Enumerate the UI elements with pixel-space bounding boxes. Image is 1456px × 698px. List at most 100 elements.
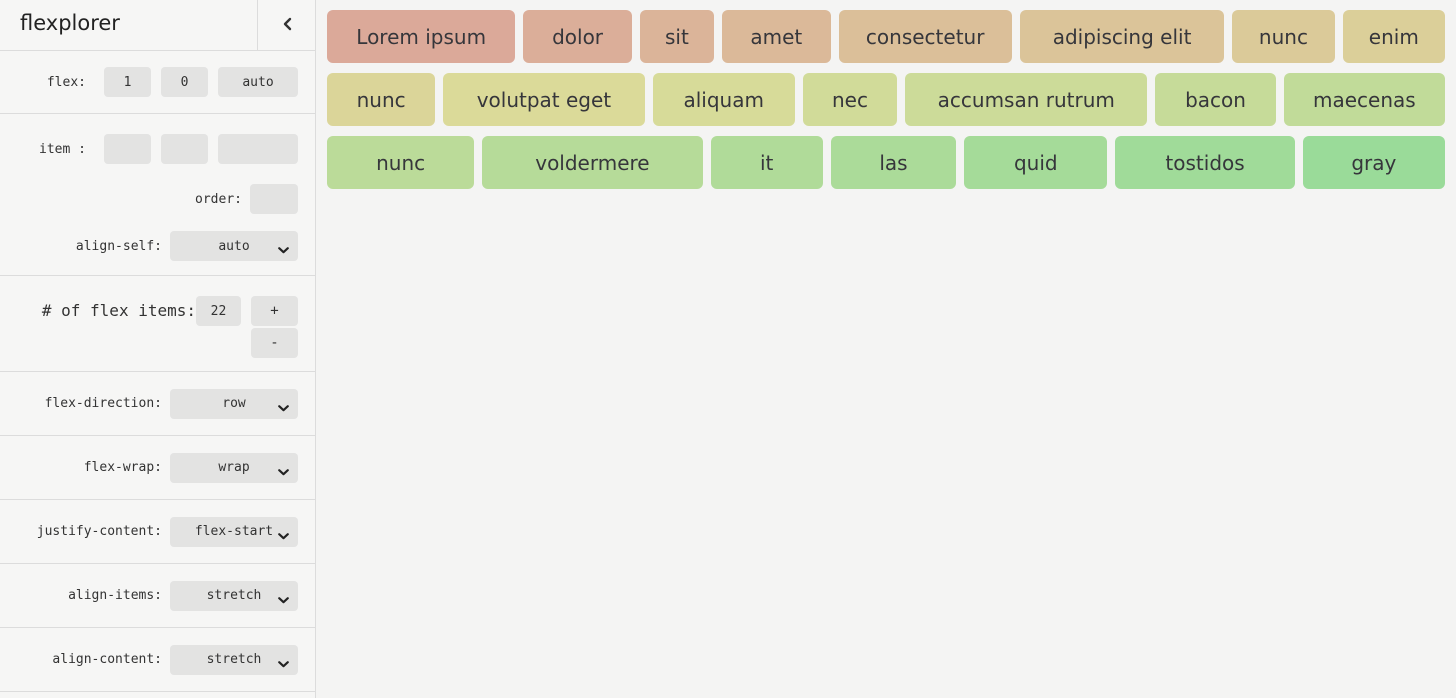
flex-item[interactable]: volutpat eget (443, 73, 645, 126)
align-items-select[interactable]: stretch (170, 580, 298, 611)
flex-item[interactable]: nunc (1232, 10, 1335, 63)
order-label: order: (195, 191, 242, 207)
align-self-row: align-self: auto (76, 231, 298, 261)
item-row: item : (39, 134, 298, 164)
flex-item[interactable]: gray (1302, 136, 1445, 189)
flex-label: flex: (46, 74, 86, 90)
app-title: flexplorer (20, 11, 120, 35)
flex-wrap-select[interactable]: wrap (170, 452, 298, 483)
flex-direction-select[interactable]: row (170, 388, 298, 419)
align-self-label: align-self: (75, 238, 162, 254)
flex-item[interactable]: consectetur (838, 10, 1012, 63)
order-row: order: (195, 184, 298, 214)
flex-item-label: adipiscing elit (1052, 24, 1192, 49)
flex-item-label: consectetur (865, 24, 985, 49)
item-count-input[interactable] (196, 296, 241, 326)
flex-wrap-label: flex-wrap: (83, 460, 162, 475)
flex-item-label: volutpat eget (476, 87, 612, 112)
flex-item[interactable]: accumsan rutrum (905, 73, 1148, 126)
flex-item[interactable]: quid (964, 136, 1108, 189)
item-flex-shrink-input[interactable] (161, 134, 208, 164)
flex-direction-label: flex-direction: (44, 396, 162, 411)
chevron-down-icon (278, 529, 289, 544)
align-content-select[interactable]: stretch (170, 644, 298, 675)
add-item-button[interactable]: + (251, 296, 298, 326)
justify-content-label: justify-content: (36, 524, 162, 539)
flex-item-label: Lorem ipsum (356, 24, 487, 49)
chevron-left-icon (282, 17, 292, 34)
flex-direction-section: flex-direction: row (0, 372, 315, 436)
flex-item[interactable]: nunc (327, 136, 475, 189)
chevron-down-icon (278, 657, 289, 672)
flex-item[interactable]: voldermere (482, 136, 703, 189)
sidebar-collapse-button[interactable] (257, 0, 315, 50)
item-section: item : order: align-self: auto (0, 114, 315, 276)
flex-direction-value: row (222, 396, 246, 411)
flex-playground: Lorem ipsum dolor sit amet consectetur a… (316, 0, 1456, 698)
flex-wrap-row: flex-wrap: wrap (83, 452, 298, 483)
justify-content-value: flex-start (194, 524, 274, 539)
flex-item[interactable]: adipiscing elit (1019, 10, 1225, 63)
flex-item[interactable]: tostidos (1115, 136, 1295, 189)
flex-item-label: accumsan rutrum (937, 87, 1115, 112)
item-count-row: # of flex items: + - (42, 296, 298, 358)
flex-shrink-input[interactable] (161, 67, 208, 97)
flex-item[interactable]: aliquam (652, 73, 795, 126)
flex-grow-input[interactable] (104, 67, 151, 97)
flex-item-label: las (879, 150, 908, 175)
order-input[interactable] (250, 184, 298, 214)
align-items-row: align-items: stretch (68, 580, 298, 611)
flex-item-label: maecenas (1312, 87, 1416, 112)
flex-item-label: nunc (356, 87, 406, 112)
flex-item[interactable]: enim (1342, 10, 1445, 63)
flex-shorthand-section: flex: (0, 51, 315, 114)
flex-item[interactable]: maecenas (1283, 73, 1445, 126)
flex-item[interactable]: nunc (327, 73, 436, 126)
flex-item-label: nunc (1258, 24, 1308, 49)
item-count-label: # of flex items: (41, 301, 196, 320)
flex-item-label: dolor (552, 24, 604, 49)
flex-item-label: quid (1013, 150, 1058, 175)
item-label: item : (39, 141, 86, 157)
align-self-value: auto (218, 238, 250, 254)
flex-item-label: it (760, 150, 774, 175)
flex-item[interactable]: sit (639, 10, 715, 63)
align-items-value: stretch (206, 588, 262, 603)
flex-item-label: gray (1351, 150, 1397, 175)
flex-item[interactable]: Lorem ipsum (327, 10, 516, 63)
flex-item[interactable]: las (830, 136, 957, 189)
flex-item-label: sit (665, 24, 689, 49)
align-content-section: align-content: stretch (0, 628, 315, 692)
flex-item-label: amet (750, 24, 803, 49)
flex-item-label: nec (831, 87, 868, 112)
flex-basis-input[interactable] (218, 67, 298, 97)
align-items-label: align-items: (68, 588, 162, 603)
flex-item[interactable]: nec (802, 73, 898, 126)
justify-content-section: justify-content: flex-start (0, 500, 315, 564)
chevron-down-icon (278, 593, 289, 608)
chevron-down-icon (278, 243, 289, 258)
item-count-steppers: + - (251, 296, 298, 358)
flex-direction-row: flex-direction: row (44, 388, 298, 419)
item-count-section: # of flex items: + - (0, 276, 315, 372)
sidebar-header: flexplorer (0, 0, 315, 51)
flex-item[interactable]: amet (722, 10, 831, 63)
flex-item[interactable]: it (710, 136, 823, 189)
remove-item-button[interactable]: - (251, 328, 298, 358)
align-self-select[interactable]: auto (170, 231, 298, 261)
flex-item-label: nunc (376, 150, 426, 175)
flex-item-label: bacon (1185, 87, 1246, 112)
flex-item-label: enim (1368, 24, 1419, 49)
item-flex-basis-input[interactable] (218, 134, 298, 164)
flex-item[interactable]: dolor (523, 10, 632, 63)
chevron-down-icon (278, 465, 289, 480)
item-flex-grow-input[interactable] (104, 134, 151, 164)
flex-item-label: aliquam (683, 87, 764, 112)
flex-wrap-section: flex-wrap: wrap (0, 436, 315, 500)
flex-wrap-value: wrap (218, 460, 250, 475)
flex-item[interactable]: bacon (1155, 73, 1276, 126)
justify-content-row: justify-content: flex-start (36, 516, 298, 547)
chevron-down-icon (278, 401, 289, 416)
justify-content-select[interactable]: flex-start (170, 516, 298, 547)
